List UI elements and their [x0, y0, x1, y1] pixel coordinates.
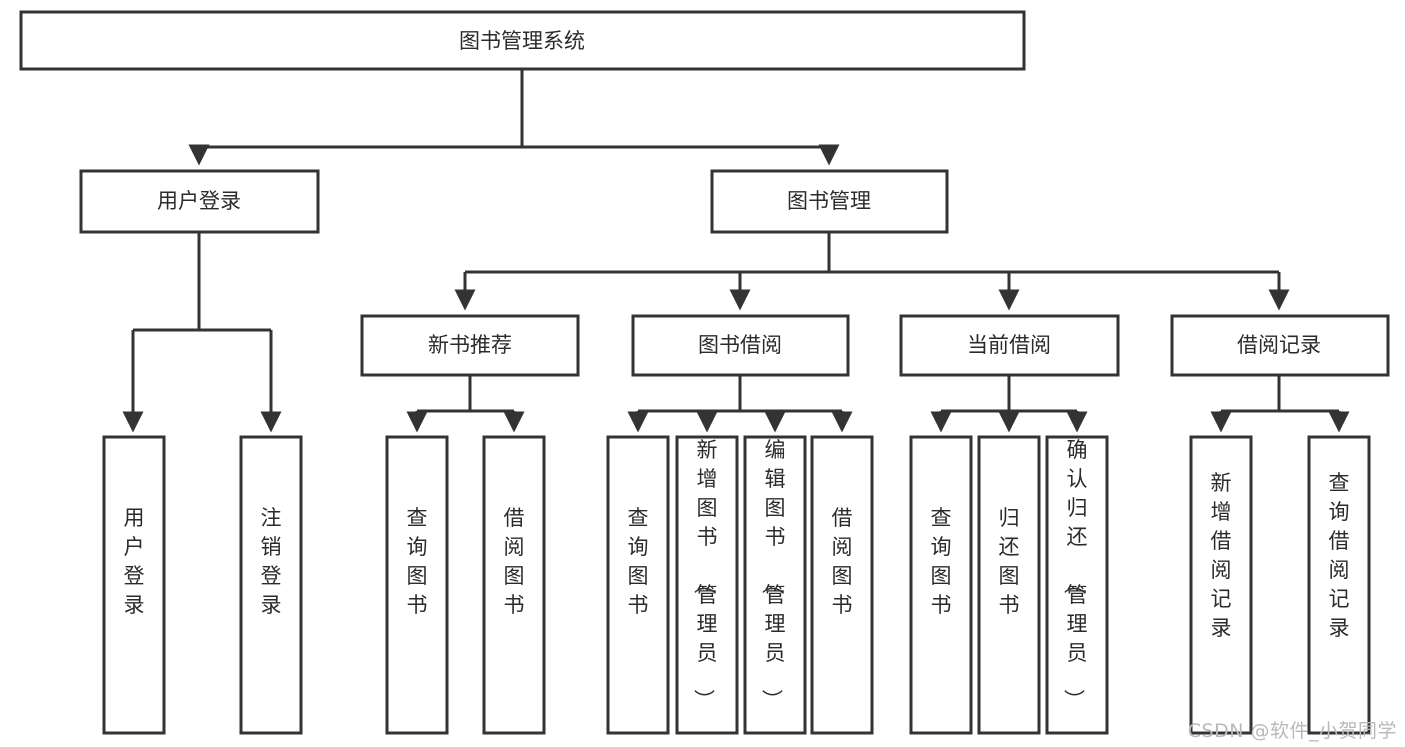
node-leaf-logout[interactable]: 注销登录 [239, 435, 303, 735]
node-leaf-edit-book-label: 编辑图书（管理员） [760, 438, 786, 710]
connector-bookmgmt-to-level3 [454, 232, 1290, 311]
node-current-borrow-label: 当前借阅 [967, 333, 1051, 357]
node-leaf-query-book-1-label: 查询图书 [407, 506, 428, 617]
connector-current-to-leaves [930, 375, 1088, 433]
node-leaf-borrow-book-1[interactable]: 借阅图书 [482, 435, 546, 735]
node-leaf-return-book-label: 归还图书 [999, 506, 1020, 617]
node-leaf-user-login-label: 用户登录 [124, 506, 145, 617]
node-leaf-borrow-book-2-label: 借阅图书 [832, 506, 853, 617]
connectors-group [122, 69, 1350, 433]
node-leaf-query-record-label: 查询借阅记录 [1329, 471, 1350, 640]
node-leaf-query-record[interactable]: 查询借阅记录 [1307, 435, 1371, 735]
node-leaf-query-book-2-label: 查询图书 [628, 506, 649, 617]
node-leaf-confirm-return-label: 确认归还（管理员） [1062, 438, 1088, 710]
node-new-book-recommend-label: 新书推荐 [428, 333, 512, 357]
node-leaf-confirm-return[interactable]: 确认归还（管理员） [1045, 435, 1109, 735]
connector-borrow-to-leaves [627, 375, 853, 433]
node-leaf-borrow-book-1-label: 借阅图书 [504, 506, 525, 617]
node-leaf-add-book-label: 新增图书（管理员） [692, 438, 718, 710]
node-login[interactable]: 用户登录 [79, 169, 320, 234]
node-leaf-add-record[interactable]: 新增借阅记录 [1189, 435, 1253, 735]
node-book-management[interactable]: 图书管理 [710, 169, 949, 234]
node-book-borrow[interactable]: 图书借阅 [631, 314, 850, 377]
node-leaf-user-login[interactable]: 用户登录 [102, 435, 166, 735]
connector-newbook-to-leaves [406, 375, 525, 433]
node-leaf-query-book-3[interactable]: 查询图书 [909, 435, 973, 735]
connector-root-to-level2 [188, 69, 840, 166]
node-leaf-return-book[interactable]: 归还图书 [977, 435, 1041, 735]
node-leaf-borrow-book-2[interactable]: 借阅图书 [810, 435, 874, 735]
node-root-label: 图书管理系统 [459, 29, 585, 53]
node-borrow-records[interactable]: 借阅记录 [1170, 314, 1390, 377]
node-leaf-query-book-3-label: 查询图书 [931, 506, 952, 617]
node-leaf-add-record-label: 新增借阅记录 [1211, 471, 1232, 640]
node-login-label: 用户登录 [157, 189, 241, 213]
node-leaf-edit-book[interactable]: 编辑图书（管理员） [743, 435, 807, 735]
node-new-book-recommend[interactable]: 新书推荐 [360, 314, 580, 377]
node-root[interactable]: 图书管理系统 [19, 10, 1026, 71]
node-leaf-query-book-2[interactable]: 查询图书 [606, 435, 670, 735]
node-book-management-label: 图书管理 [787, 189, 871, 213]
node-book-borrow-label: 图书借阅 [698, 333, 782, 357]
node-current-borrow[interactable]: 当前借阅 [899, 314, 1120, 377]
node-leaf-logout-label: 注销登录 [261, 506, 282, 617]
node-leaf-add-book[interactable]: 新增图书（管理员） [675, 435, 739, 735]
connector-login-to-leaves [122, 232, 282, 433]
node-leaf-query-book-1[interactable]: 查询图书 [385, 435, 449, 735]
node-borrow-records-label: 借阅记录 [1237, 333, 1321, 357]
connector-records-to-leaves [1210, 375, 1350, 433]
